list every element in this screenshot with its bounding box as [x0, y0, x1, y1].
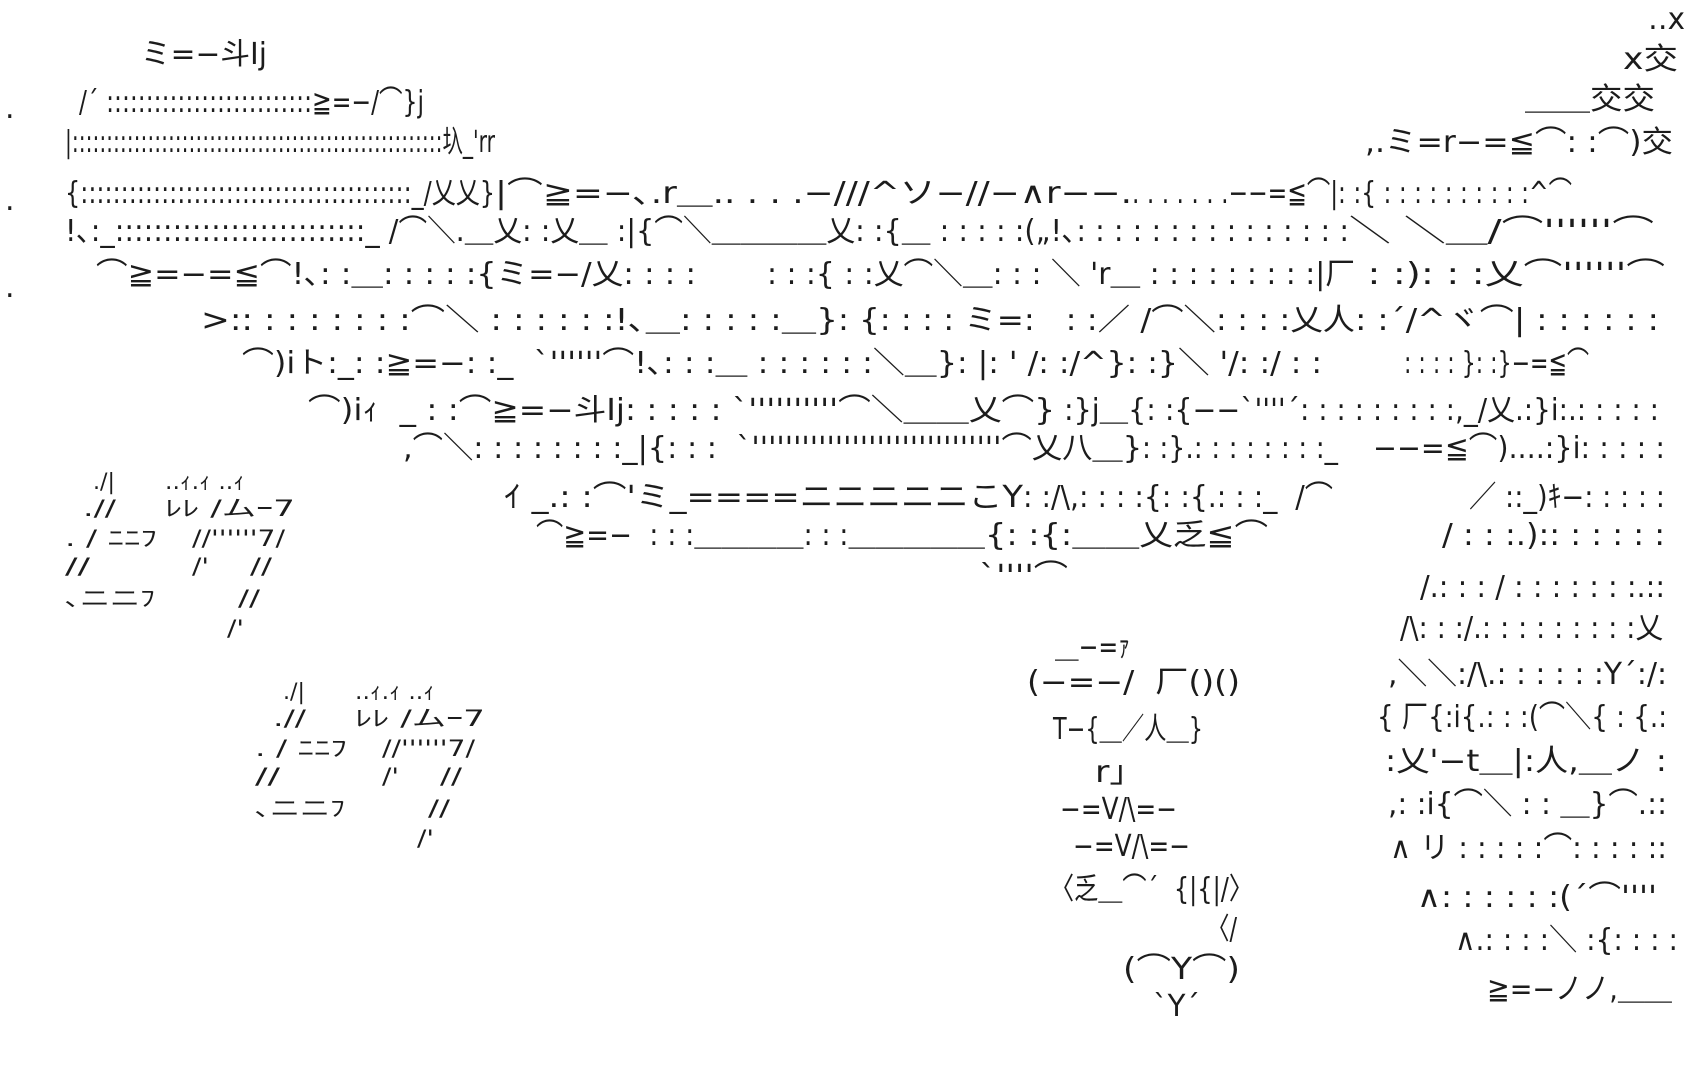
ascii-art-line: ,⌒＼: : : : : : : :_|{: : : `''''''''''''…: [403, 431, 1142, 466]
ascii-art-line: {:::::::::::::::::::::::::::::::::::::::…: [65, 176, 495, 211]
pizza-caption-text: ､ニニﾌ: [65, 587, 155, 612]
pizza-caption-text: //: [440, 765, 462, 790]
ascii-art-line: {: :{:＿＿乂乏≦⌒: [985, 518, 1268, 553]
ascii-art-line: { 厂{:i{.: : :(⌒＼{ : {.:: [1377, 700, 1667, 735]
ascii-art-line: |:::::::::::::::::::::::::::::::::::::::…: [65, 125, 495, 160]
ascii-art-line: / : : :.):: : : : : :: [1442, 518, 1665, 553]
ascii-art-line: {⌒＼＿＿＿＿乂: :{＿ : : : : :(„!､: : : : : : :…: [636, 214, 1349, 249]
pizza-caption-text: /': [227, 617, 244, 642]
ascii-art-line: /´ ::::::::::::::::::::::::::≧=−/⌒}j: [79, 85, 424, 120]
pizza-caption-text: . / ﾆﾆﾌ: [255, 737, 347, 762]
ascii-art-line: x交: [1623, 42, 1678, 77]
robot-art-line: −=V/\=−: [1060, 792, 1177, 827]
robot-art-line: −=V/\=−: [1073, 829, 1190, 864]
pizza-caption-text: ./|: [283, 680, 305, 705]
ascii-art-line: −−=≦⌒)....:}i: : : : :: [1373, 431, 1665, 466]
ascii-art-line: ⌒≧=− : : :＿＿＿＿: : :＿＿＿＿＿: [536, 518, 985, 553]
ascii-art-line: ∧: : : : : :(´⌒'''': [1417, 880, 1657, 915]
edge-mark: .: [5, 91, 15, 126]
ascii-art-line: >:: : : : : : : :⌒＼ : : : : : :!､＿: : : …: [201, 303, 838, 338]
robot-art-line: `Y´: [1153, 989, 1200, 1024]
edge-mark: .: [5, 183, 15, 218]
pizza-caption-text: //: [428, 797, 450, 822]
ascii-art-line: ,.ミ=r−=≦⌒: :⌒)交: [1365, 125, 1673, 160]
ascii-art-line: /\: : :/.: : : : : : : : :乂: [1400, 611, 1663, 646]
ascii-art-line: : : : : : : : : :,_/乂.:}i:.: : : : :: [1300, 393, 1659, 428]
ascii-art-line: ミ=−斗Ij: [141, 37, 267, 72]
pizza-caption-text: //: [65, 555, 90, 580]
pizza-caption-text: /': [417, 827, 434, 852]
ascii-art-line: : {: : : : ミ=: : :／ /⌒＼: : : :乂人: [838, 303, 1355, 338]
pizza-caption-text: .//: [273, 707, 306, 732]
edge-mark: .: [5, 270, 15, 305]
ascii-art-line: : :}.: : : : : : : :_: [1142, 431, 1338, 466]
pizza-caption-text: . / ﾆﾆﾌ: [65, 527, 157, 552]
pizza-caption: ./| ..ｨ.ｨ ..ｨ .// ﾚﾚ /ムｰ7 . / ﾆﾆﾌ //''''…: [250, 679, 510, 859]
ascii-art-line: ‥x: [1648, 2, 1685, 37]
pizza-caption-text: //''''''7/: [192, 527, 285, 552]
ascii-art-line: :}j＿{: :{−−`''''´: [1055, 393, 1300, 428]
ascii-art-line: ＼ ＼＿/⌒''''''⌒: [1349, 214, 1654, 249]
ascii-art-line: . . . . . . .−−=≦⌒|: :{ : : : : : : : : …: [1132, 176, 1572, 211]
pizza-caption-text: //''''''7/: [382, 737, 475, 762]
pizza-caption-text: ﾚﾚ /ムｰ7: [165, 497, 295, 522]
ascii-art-line: : :´/^ヾ⌒| : : : : : :: [1355, 303, 1659, 338]
ascii-art-line: ∧.: : : :＼ :{: : : :: [1455, 923, 1678, 958]
pizza-caption-text: ､ニニﾌ: [255, 797, 345, 822]
ascii-art-line: : : : : }: :}−=≦⌒: [1404, 346, 1589, 381]
robot-art-line: (−=−/ 厂()(): [1027, 665, 1240, 700]
ascii-art-line: ,＼＼:/\.: : : : : :Y´:/:: [1388, 657, 1667, 692]
robot-art-line: (⌒Y⌒): [1123, 952, 1240, 987]
ascii-art-line: :乂'−t＿|:人,＿ノ :: [1385, 744, 1667, 779]
pizza-caption-text: /': [382, 765, 399, 790]
pizza-caption-text: ./|: [93, 470, 115, 495]
ascii-art-line: ⌒≧=−=≦⌒!､: :＿: : : : :{ミ=−/乂: : : :: [96, 257, 696, 292]
robot-art-line: 〈乏＿⌒´ {|{|/〉: [1050, 872, 1253, 907]
pizza-caption-text: //: [238, 587, 260, 612]
ascii-art-line: !､:_::::::::::::::::::::::::::_ /⌒＼.＿乂: …: [65, 214, 636, 249]
ascii-art-line: ⌒)iト:_: :≧=−: :_ `''''''⌒!､: : :＿ : : : …: [242, 346, 958, 381]
ascii-art-line: /.: : : / : : : : : : :.::: [1420, 570, 1665, 605]
ascii-art-line: ⌒)iｨ _ : :⌒≧=−斗Ij: : : : : `''''''''''⌒＼…: [308, 393, 1055, 428]
ascii-art-line: ／ ::_)ｷ−: : : : :: [1469, 480, 1665, 515]
pizza-caption: ./| ..ｨ.ｨ ..ｨ .// ﾚﾚ /ムｰ7 . / ﾆﾆﾌ //''''…: [60, 469, 320, 649]
ascii-art-line: |⌒≧=−､.r＿.. . . .−///^ソ−//−∧r−−.: [495, 176, 1132, 211]
pizza-caption-text: //: [250, 555, 272, 580]
ascii-art-line: : |: ' /: :/^}: :}＼ '/: :/ : :: [957, 346, 1322, 381]
robot-art-line: 〈/: [1207, 912, 1237, 947]
ascii-art-line: ｲ _.: :⌒'ミ_====ニニニニニこY: [504, 480, 1023, 515]
robot-art-line: T−{＿／人＿}: [1053, 712, 1203, 747]
ascii-art-line: : :/\,: : : :{: :{.: : :_ /⌒: [1023, 480, 1333, 515]
pizza-caption-text: .//: [83, 497, 116, 522]
ascii-art-line: ∧ リ : : : : :⌒: : : : ::: [1390, 831, 1667, 866]
ascii-art-line: `''''⌒: [979, 559, 1068, 594]
ascii-art-line: : :): : :乂⌒''''''⌒: [1355, 257, 1665, 292]
pizza-caption-text: ..ｨ.ｨ ..ｨ: [165, 470, 245, 495]
pizza-caption-text: ..ｨ.ｨ ..ｨ: [355, 680, 435, 705]
ascii-art-line: : : :{ : :乂⌒＼＿: : : ＼ 'r＿ : : : : : : : …: [767, 257, 1355, 292]
pizza-caption-text: //: [255, 765, 280, 790]
ascii-art-line: ＿＿交交: [1525, 82, 1655, 117]
ascii-art-line: ,: :i{⌒＼ : : ＿}⌒.::: [1388, 787, 1667, 822]
robot-art-line: ＿−=ｧ: [1055, 630, 1130, 665]
pizza-caption-text: ﾚﾚ /ムｰ7: [355, 707, 485, 732]
pizza-caption-text: /': [192, 555, 209, 580]
ascii-art-line: ≧=−ノノ,＿＿: [1487, 972, 1672, 1007]
robot-art-line: r｣: [1095, 755, 1127, 790]
